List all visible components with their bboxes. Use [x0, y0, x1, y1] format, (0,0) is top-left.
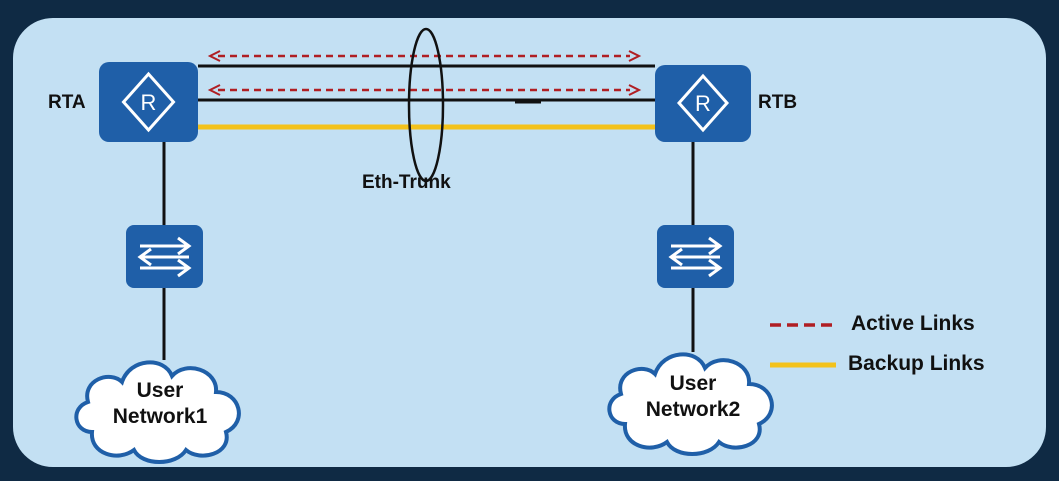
switch-left-icon: [126, 225, 203, 288]
active-link-arrow-1: [207, 50, 642, 62]
network1-line2: Network1: [112, 405, 208, 428]
switch-right-icon: [657, 225, 734, 288]
cloud-network1-icon: [74, 360, 241, 464]
eth-trunk-ellipse: [407, 27, 445, 183]
active-link-arrow-2: [207, 84, 642, 96]
eth-trunk-label: Eth-Trunk: [362, 172, 451, 193]
legend-backup-label: Backup Links: [848, 352, 985, 375]
rta-label: RTA: [48, 92, 86, 113]
legend-active-label: Active Links: [851, 312, 975, 335]
svg-text:R: R: [141, 90, 157, 115]
rtb-label: RTB: [758, 92, 798, 113]
router-rta-icon: R: [99, 62, 198, 142]
network1-label: User Network1: [90, 378, 230, 430]
svg-text:R: R: [695, 91, 711, 116]
network2-label: User Network2: [623, 371, 763, 423]
network1-line1: User: [136, 379, 184, 402]
cloud-network2-icon: [607, 352, 774, 456]
router-rtb-icon: R: [655, 65, 751, 142]
network2-line1: User: [669, 372, 717, 395]
network2-line2: Network2: [645, 398, 741, 421]
